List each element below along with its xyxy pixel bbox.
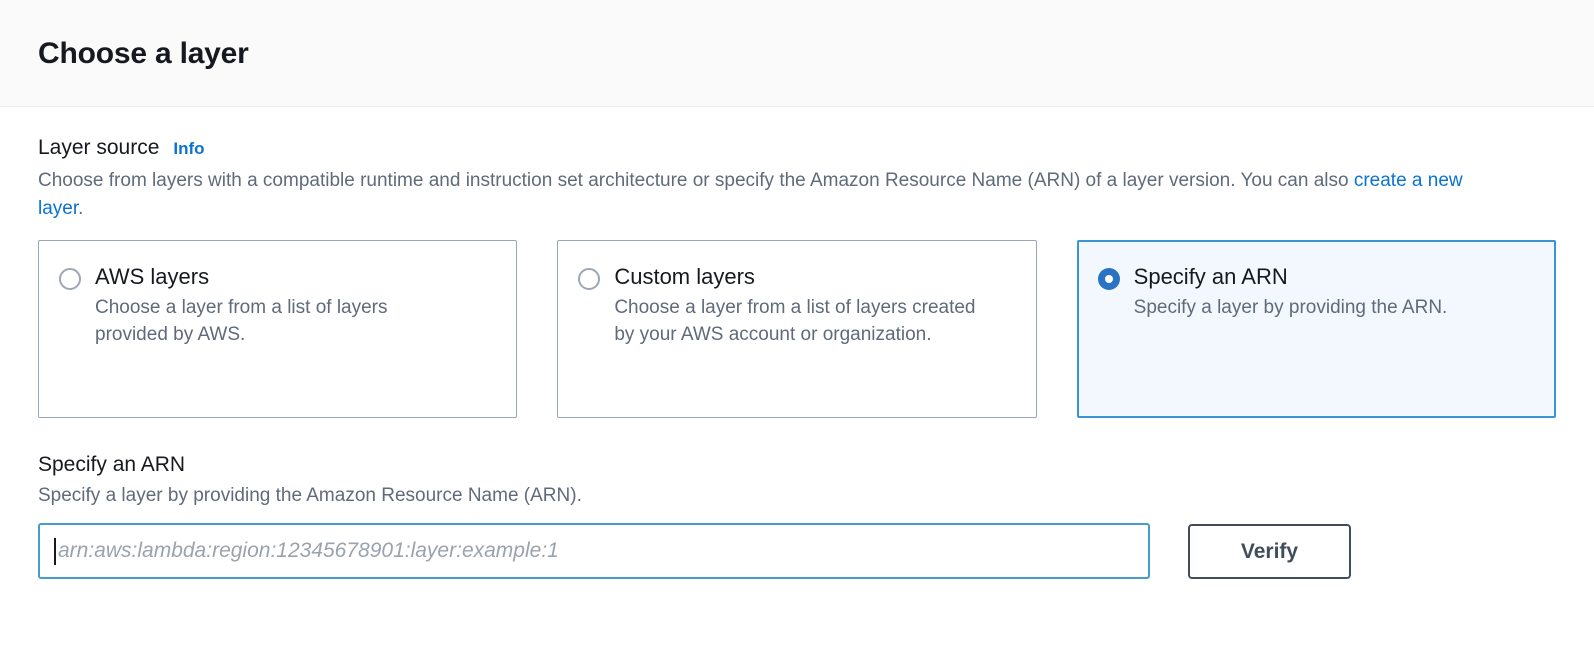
layer-source-tile-custom-layers[interactable]: Custom layers Choose a layer from a list… [557,240,1037,419]
layer-source-description-text-before: Choose from layers with a compatible run… [38,170,1354,192]
info-link[interactable]: Info [173,139,205,158]
page-title: Choose a layer [38,36,249,70]
create-a-new-layer-link[interactable]: create a new layer [38,170,1463,219]
tile-text: Specify an ARN Specify a layer by provid… [1134,263,1448,397]
modal-body: Layer source Info Choose from layers wit… [0,107,1594,580]
layer-source-tile-aws-layers[interactable]: AWS layers Choose a layer from a list of… [38,240,518,419]
radio-icon-specify-an-arn[interactable] [1097,268,1120,291]
tile-title: Specify an ARN [1133,264,1288,290]
text-cursor [54,537,56,565]
radio-icon-aws-layers[interactable] [59,268,81,291]
specify-arn-section-label: Specify an ARN [38,453,186,477]
layer-source-label-row: Layer source Info [38,135,1556,161]
tile-text: Custom layers Choose a layer from a list… [614,263,984,397]
tile-text: AWS layers Choose a layer from a list of… [95,263,465,397]
radio-icon-custom-layers[interactable] [578,268,601,291]
layer-source-description: Choose from layers with a compatible run… [38,167,1508,222]
arn-input[interactable] [56,525,1134,578]
layer-source-tile-specify-an-arn[interactable]: Specify an ARN Specify a layer by provid… [1076,240,1556,419]
radio-dot [1104,275,1113,284]
specify-arn-section-description: Specify a layer by providing the Amazon … [38,484,582,506]
modal-header: Choose a layer [0,0,1594,107]
tile-title: AWS layers [95,264,210,290]
arn-input-row: Verify [38,523,1556,580]
layer-source-label: Layer source [38,136,160,159]
verify-button[interactable]: Verify [1188,523,1351,579]
layer-source-tile-group: AWS layers Choose a layer from a list of… [38,240,1556,419]
tile-title: Custom layers [614,264,755,290]
arn-input-wrapper[interactable] [38,523,1150,580]
layer-source-description-text-after: . [78,197,84,219]
tile-description: Choose a layer from a list of layers cre… [614,296,976,345]
tile-description: Choose a layer from a list of layers pro… [95,296,388,345]
tile-description: Specify a layer by providing the ARN. [1133,296,1448,318]
